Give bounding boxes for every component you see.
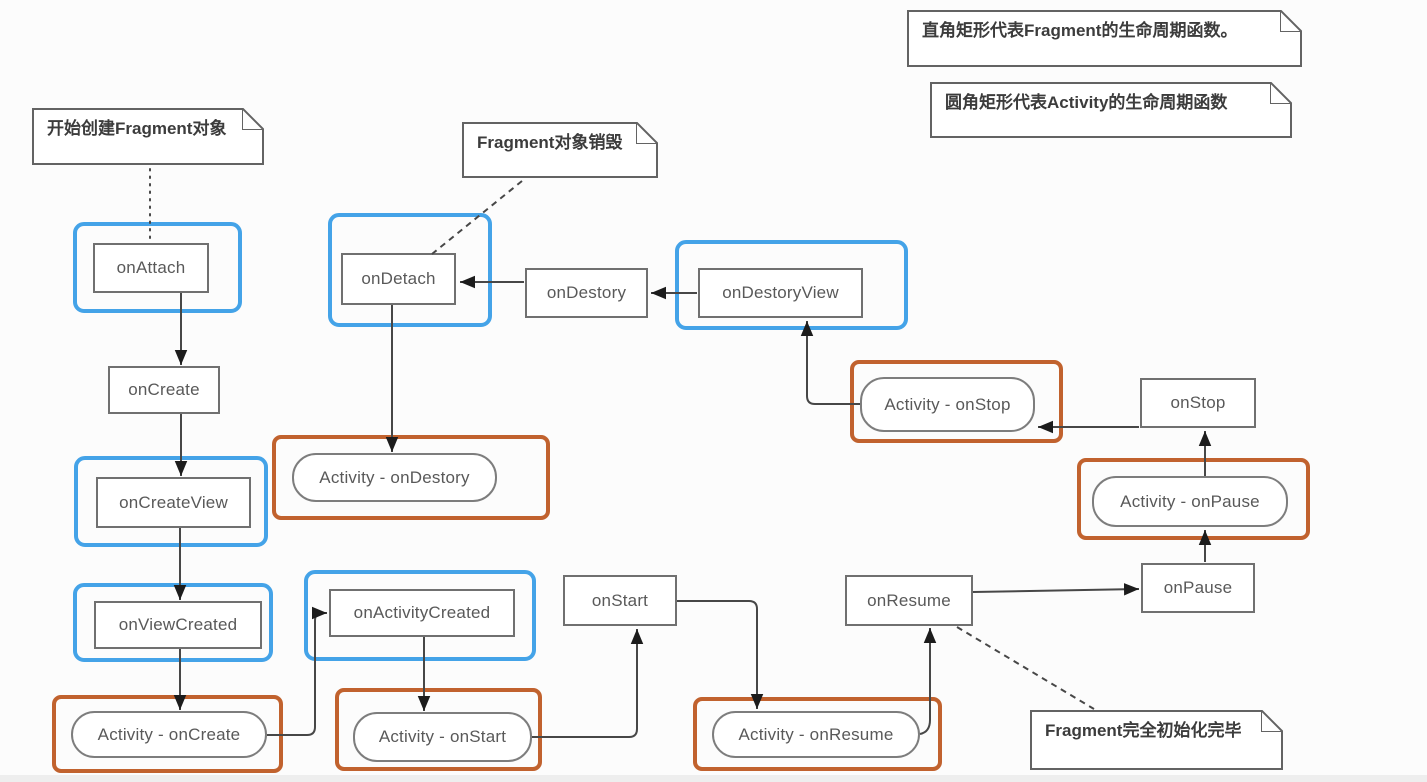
folded-corner-icon (1261, 710, 1283, 732)
node-onresume: onResume (845, 575, 973, 626)
node-onpause: onPause (1141, 563, 1255, 613)
node-onattach: onAttach (93, 243, 209, 293)
highlight-activity-onresume (693, 697, 942, 771)
edge-activityonstart-onstart (532, 629, 644, 738)
note-fragment-initialized: Fragment完全初始化完毕 (1030, 710, 1283, 770)
note-start-fragment: 开始创建Fragment对象 (32, 108, 264, 165)
highlight-onattach (73, 222, 242, 313)
node-ondestoryview: onDestoryView (698, 268, 863, 318)
highlight-ondestoryview (675, 240, 908, 330)
folded-corner-icon (1280, 10, 1302, 32)
note-start-fragment-text: 开始创建Fragment对象 (47, 119, 227, 138)
edge-onresume-onpause (972, 583, 1140, 596)
note-legend-round: 圆角矩形代表Activity的生命周期函数 (930, 82, 1292, 138)
note-fragment-destroyed-text: Fragment对象销毁 (477, 133, 623, 152)
node-activity-oncreate: Activity - onCreate (71, 711, 267, 758)
folded-corner-icon (242, 108, 264, 130)
node-onstop: onStop (1140, 378, 1256, 428)
node-onactivitycreated: onActivityCreated (329, 589, 515, 637)
highlight-ondetach (328, 213, 492, 327)
node-oncreate: onCreate (108, 366, 220, 414)
node-activity-onstop: Activity - onStop (860, 377, 1035, 432)
node-activity-onresume: Activity - onResume (712, 711, 920, 758)
note-fragment-initialized-text: Fragment完全初始化完毕 (1045, 721, 1242, 740)
bottom-edge-strip (0, 775, 1427, 782)
node-activity-onpause: Activity - onPause (1092, 476, 1288, 527)
highlight-activity-onpause (1077, 458, 1310, 540)
note-legend-round-text: 圆角矩形代表Activity的生命周期函数 (945, 93, 1228, 112)
node-activity-ondestory: Activity - onDestory (292, 453, 497, 502)
node-onstart: onStart (563, 575, 677, 626)
node-oncreateview: onCreateView (96, 477, 251, 528)
highlight-activity-ondestory (272, 435, 550, 520)
edge-onresume-to-note (956, 626, 1095, 710)
edge-onstart-activityonresume (677, 600, 764, 709)
folded-corner-icon (1270, 82, 1292, 104)
highlight-oncreateview (74, 456, 268, 547)
note-legend-rect-text: 直角矩形代表Fragment的生命周期函数。 (922, 21, 1238, 40)
note-legend-rect: 直角矩形代表Fragment的生命周期函数。 (907, 10, 1302, 67)
node-activity-onstart: Activity - onStart (353, 712, 532, 762)
node-ondetach: onDetach (341, 253, 456, 305)
node-ondestory: onDestory (525, 268, 648, 318)
node-onviewcreated: onViewCreated (94, 601, 262, 649)
folded-corner-icon (636, 122, 658, 144)
note-fragment-destroyed: Fragment对象销毁 (462, 122, 658, 178)
